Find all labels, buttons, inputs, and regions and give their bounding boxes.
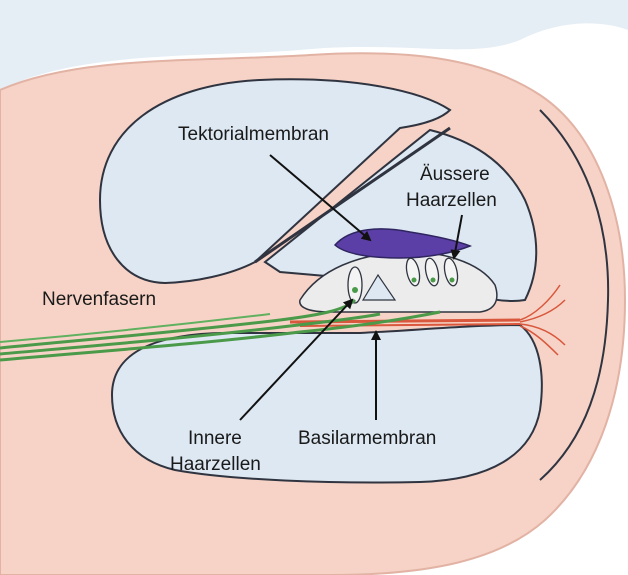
label-innere-line1: Innere xyxy=(188,428,242,449)
label-aussere-line1: Äussere xyxy=(420,164,490,185)
label-nervenfasern: Nervenfasern xyxy=(42,289,156,310)
label-basilarmembran: Basilarmembran xyxy=(298,428,436,449)
label-tektorialmembran: Tektorialmembran xyxy=(178,124,329,145)
inner-hair-cell xyxy=(348,267,362,303)
label-innere-line2: Haarzellen xyxy=(170,454,261,475)
label-aussere-line2: Haarzellen xyxy=(406,190,497,211)
outer-hair-cells xyxy=(404,257,460,287)
